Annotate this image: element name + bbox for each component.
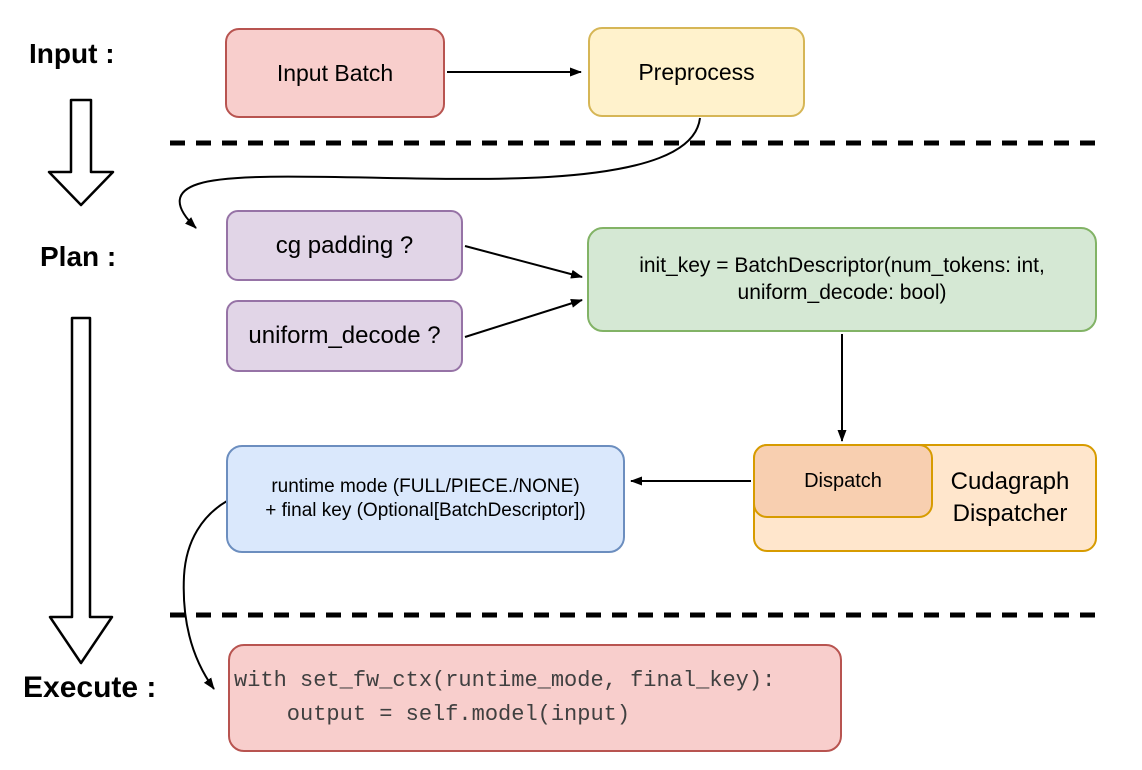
node-runtime-mode-line2: + final key (Optional[BatchDescriptor]) [265,500,586,521]
connector-uniformdecode-to-initkey [464,299,583,338]
node-dispatch: Dispatch [753,444,933,518]
down-arrow-plan-to-execute-icon [48,316,114,665]
node-cg-padding-label: cg padding ? [275,231,414,259]
connector-cgpadding-to-initkey [464,245,583,279]
node-input-batch: Input Batch [225,28,445,118]
node-input-batch-label: Input Batch [276,59,394,86]
stage-label-input: Input : [29,38,115,69]
node-init-key-line2: uniform_decode: bool) [737,280,947,304]
node-preprocess-label: Preprocess [638,58,755,85]
stage-label-plan: Plan : [40,241,117,272]
execute-code-line2: output = self.model(input) [234,702,631,727]
node-dispatch-label: Dispatch [804,469,882,492]
node-runtime-mode: runtime mode (FULL/PIECE./NONE) + final … [226,445,625,553]
node-runtime-mode-line1: runtime mode (FULL/PIECE./NONE) [271,476,580,498]
node-init-key-line1: init_key = BatchDescriptor(num_tokens: i… [639,254,1045,278]
stage-label-execute: Execute : [23,671,157,704]
node-init-key: init_key = BatchDescriptor(num_tokens: i… [587,227,1097,332]
execute-code-line1: with set_fw_ctx(runtime_mode, final_key)… [234,667,776,693]
node-execute-code: with set_fw_ctx(runtime_mode, final_key)… [228,644,842,752]
node-cudagraph-dispatcher-line1: Cudagraph [950,467,1070,495]
connector-runtimemode-to-executecode [182,500,228,690]
node-cg-padding: cg padding ? [226,210,463,281]
node-preprocess: Preprocess [588,27,805,117]
node-cudagraph-dispatcher-line2: Dispatcher [952,500,1068,527]
node-cudagraph-dispatcher-label: Cudagraph Dispatcher [925,466,1095,531]
node-uniform-decode: uniform_decode ? [226,300,463,372]
connector-preprocess-to-cgpadding [178,117,701,229]
node-uniform-decode-label: uniform_decode ? [248,322,441,349]
down-arrow-input-to-plan-icon [47,98,115,207]
